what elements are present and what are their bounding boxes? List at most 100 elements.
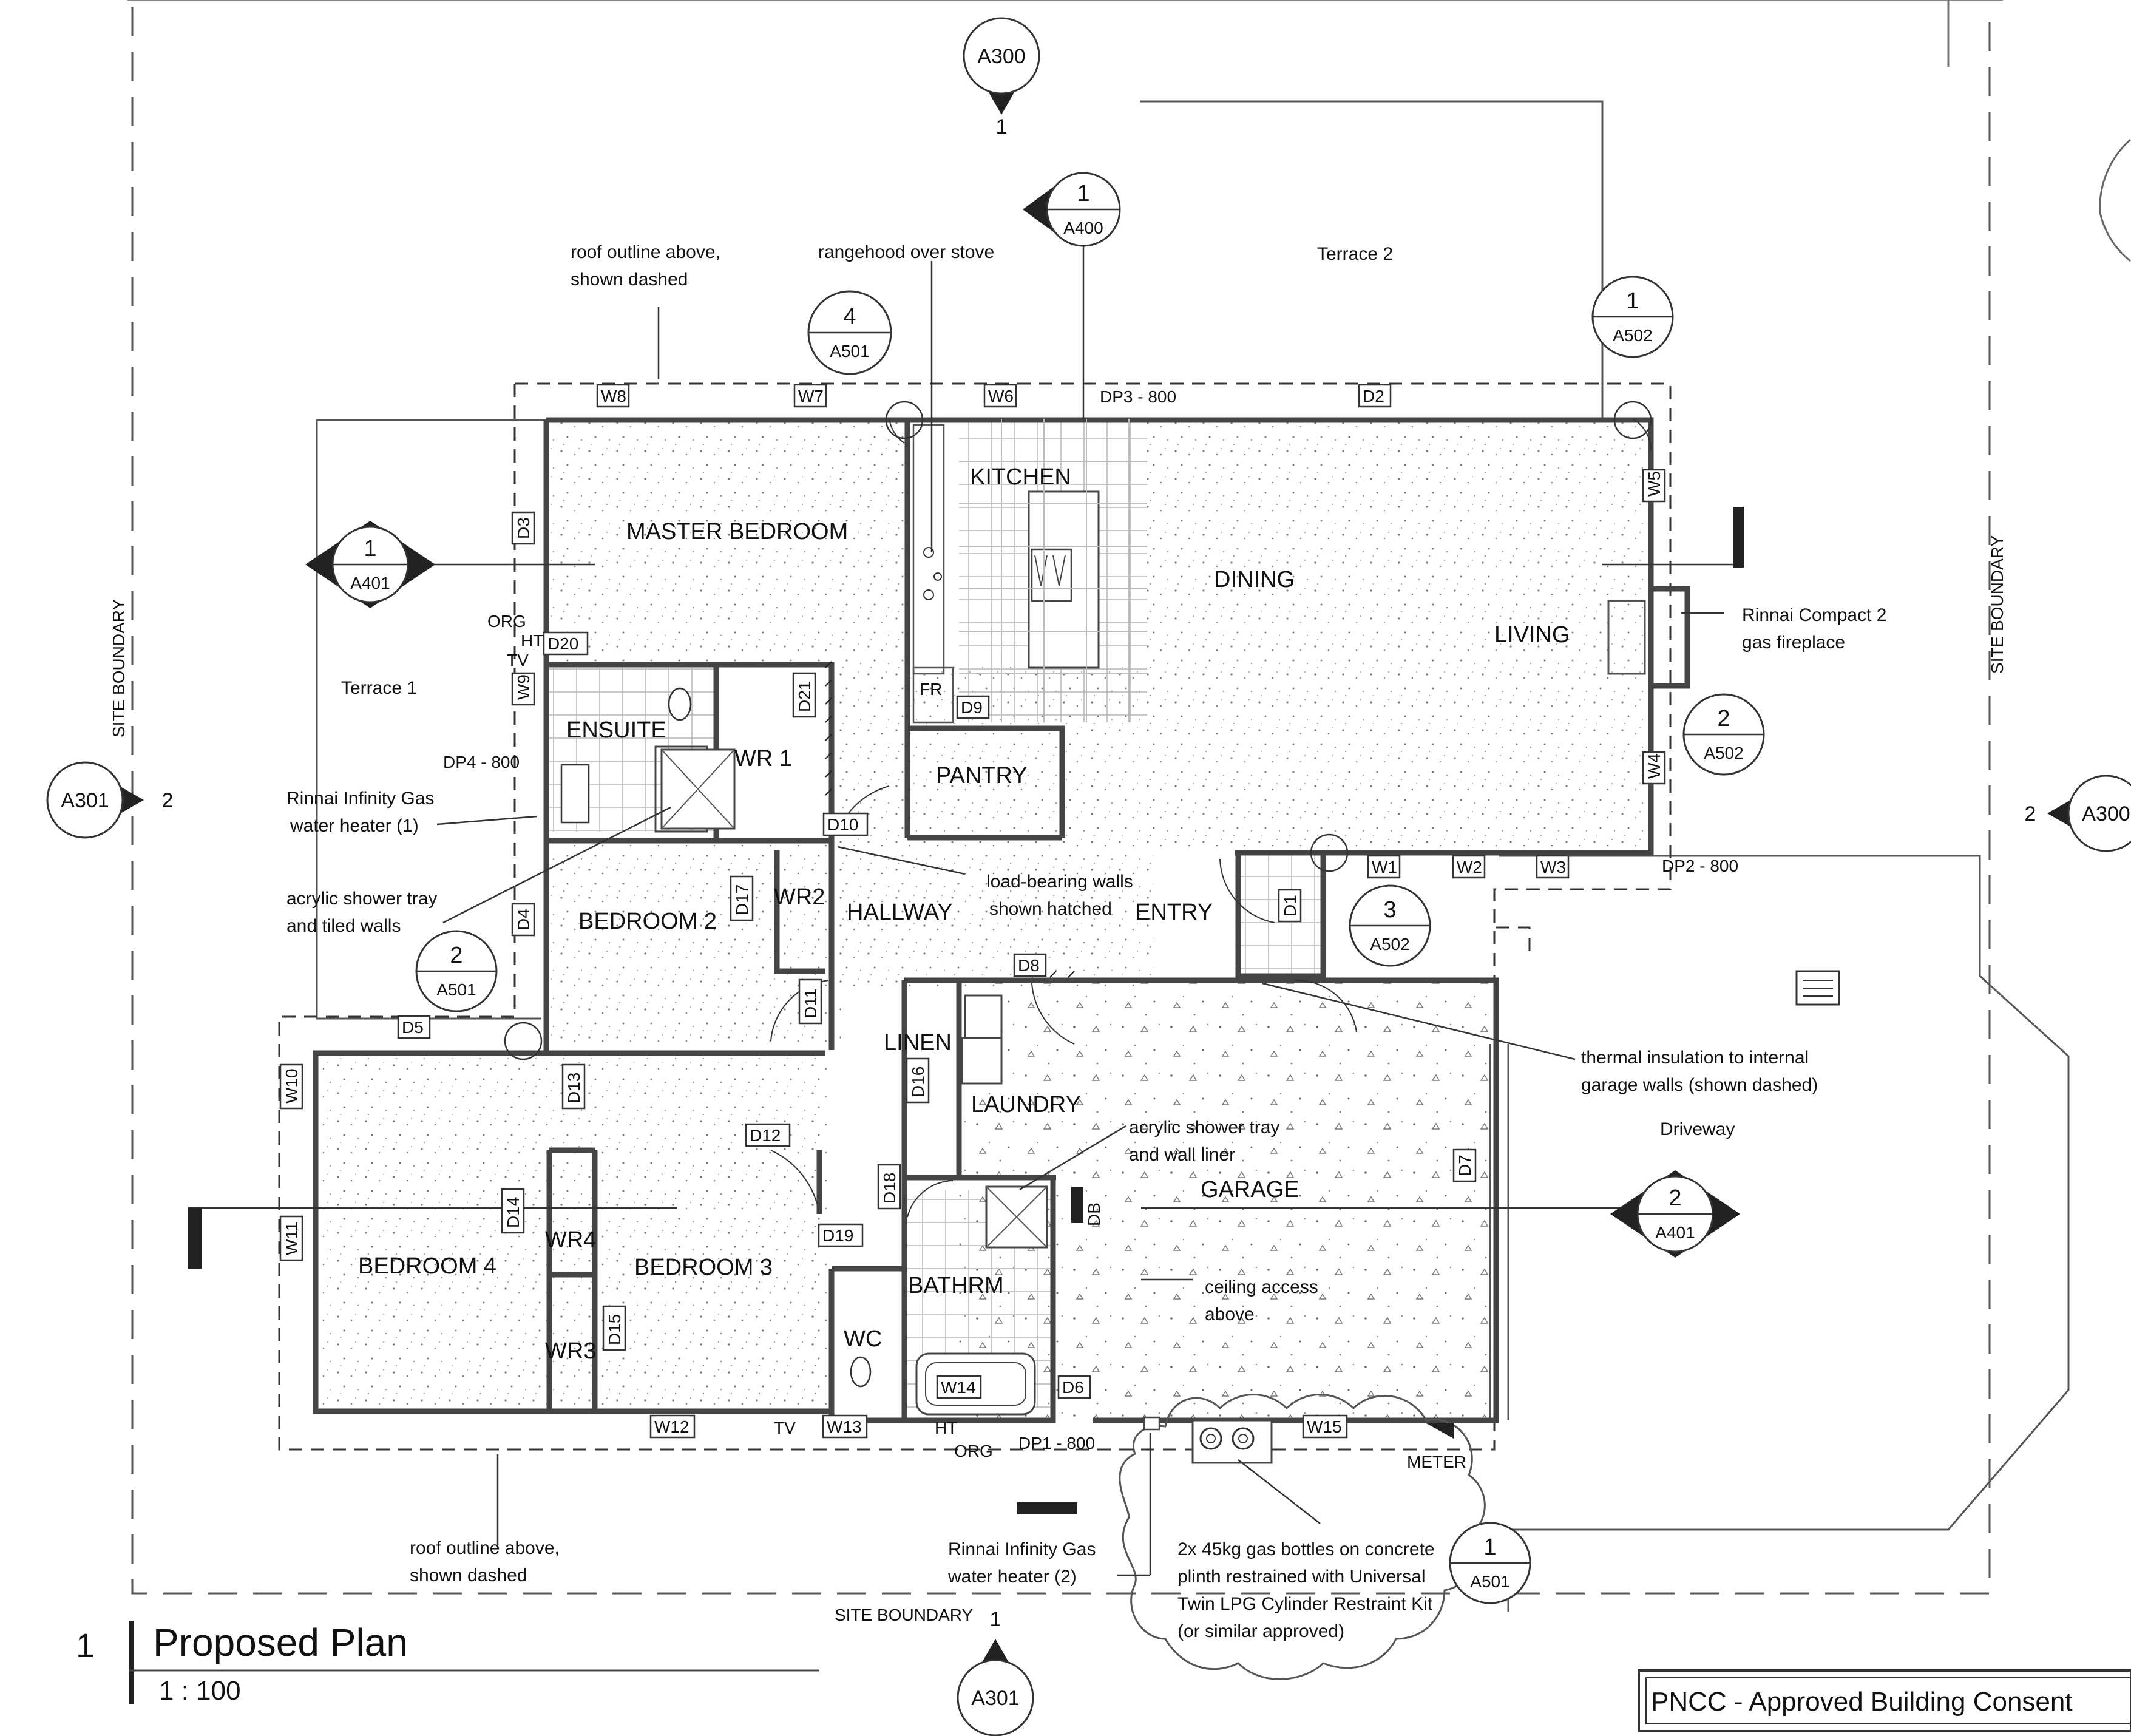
tag-d5: D5 — [397, 1015, 431, 1039]
svg-text:A502: A502 — [1613, 326, 1652, 345]
room-laundry: LAUNDRY — [971, 1092, 1081, 1117]
room-ensuite: ENSUITE — [566, 717, 666, 743]
svg-text:2: 2 — [2025, 802, 2036, 826]
dp1-label: DP1 - 800 — [1018, 1434, 1095, 1453]
terrace2-label: Terrace 2 — [1317, 244, 1393, 264]
note-ceiling-2: above — [1205, 1304, 1255, 1324]
tag-d8: D8 — [1013, 953, 1047, 977]
room-wr4: WR4 — [545, 1227, 596, 1253]
org-label-top: ORG — [487, 612, 526, 631]
svg-text:W4: W4 — [1645, 753, 1664, 779]
tag-d7: D7 — [1452, 1148, 1477, 1182]
note-shower1-1: acrylic shower tray — [286, 889, 437, 909]
tag-d15: D15 — [602, 1305, 626, 1351]
note-insulation-2: garage walls (shown dashed) — [1581, 1075, 1818, 1095]
room-wr3: WR3 — [545, 1338, 596, 1364]
note-shower2-2: and wall liner — [1129, 1145, 1235, 1165]
room-wr1: WR 1 — [734, 746, 792, 771]
svg-text:W10: W10 — [282, 1068, 301, 1104]
svg-text:D2: D2 — [1363, 387, 1384, 405]
room-entry: ENTRY — [1135, 900, 1213, 925]
site-boundary-right: SITE BOUNDARY — [1988, 535, 2007, 674]
dp3-label: DP3 - 800 — [1100, 387, 1176, 406]
svg-text:1: 1 — [996, 115, 1008, 138]
tag-w1: W1 — [1367, 855, 1401, 879]
note-fireplace-2: gas fireplace — [1742, 632, 1845, 653]
room-bathrm: BATHRM — [908, 1273, 1004, 1298]
tag-d1: D1 — [1278, 889, 1302, 923]
svg-text:D17: D17 — [733, 884, 751, 915]
note-shower2-1: acrylic shower tray — [1129, 1117, 1279, 1138]
approval-stamp-text: PNCC - Approved Building Consent — [1651, 1687, 2073, 1717]
svg-text:W1: W1 — [1372, 858, 1397, 876]
svg-text:W6: W6 — [988, 387, 1014, 405]
note-roof-bottom-2: shown dashed — [410, 1565, 527, 1585]
room-bedroom4: BEDROOM 4 — [358, 1253, 496, 1279]
tag-d4: D4 — [511, 903, 535, 937]
kitchen-tiles — [959, 419, 1147, 722]
svg-text:A300: A300 — [2082, 802, 2130, 826]
svg-text:W9: W9 — [514, 674, 533, 700]
note-ceiling-1: ceiling access — [1205, 1277, 1318, 1297]
svg-text:D7: D7 — [1455, 1155, 1474, 1176]
svg-text:D4: D4 — [514, 909, 533, 931]
svg-text:D6: D6 — [1062, 1378, 1084, 1397]
room-bedroom3: BEDROOM 3 — [634, 1255, 773, 1280]
svg-text:A501: A501 — [1470, 1572, 1509, 1591]
svg-text:D16: D16 — [909, 1066, 927, 1097]
room-dining: DINING — [1214, 567, 1295, 592]
tag-w9: W9 — [511, 672, 535, 706]
svg-text:1: 1 — [1483, 1534, 1496, 1560]
note-leaders — [436, 261, 1724, 1576]
svg-text:1: 1 — [1626, 288, 1639, 314]
svg-text:W7: W7 — [798, 387, 824, 405]
tag-d11: D11 — [798, 978, 822, 1025]
svg-text:D1: D1 — [1281, 895, 1299, 917]
svg-text:D10: D10 — [827, 815, 858, 834]
svg-text:A501: A501 — [436, 980, 476, 999]
note-roof-bottom-1: roof outline above, — [410, 1538, 560, 1558]
svg-text:W13: W13 — [827, 1417, 862, 1436]
plan-title: Proposed Plan — [153, 1621, 408, 1664]
tag-w14: W14 — [936, 1375, 982, 1399]
svg-text:D5: D5 — [402, 1018, 424, 1037]
tag-d19: D19 — [818, 1223, 864, 1247]
tag-d10: D10 — [822, 812, 869, 836]
tag-w10: W10 — [279, 1063, 303, 1110]
tag-w3: W3 — [1536, 855, 1570, 879]
svg-text:W2: W2 — [1457, 858, 1482, 876]
tag-w15: W15 — [1302, 1414, 1348, 1439]
svg-text:D18: D18 — [880, 1173, 899, 1204]
svg-text:D14: D14 — [504, 1197, 523, 1228]
svg-text:A301: A301 — [61, 789, 109, 812]
room-garage: GARAGE — [1201, 1177, 1299, 1202]
room-bedroom2: BEDROOM 2 — [578, 909, 717, 934]
meter-icon — [1426, 1423, 1454, 1439]
marker-a300_top: A300 1 — [963, 17, 1040, 138]
terrace1-label: Terrace 1 — [341, 678, 417, 698]
note-roof-top-2: shown dashed — [571, 270, 688, 290]
site-boundary-left: SITE BOUNDARY — [109, 598, 128, 737]
svg-text:W3: W3 — [1540, 858, 1566, 876]
svg-text:A300: A300 — [977, 45, 1025, 68]
tv-label-top: TV — [507, 651, 529, 670]
svg-text:2: 2 — [450, 943, 462, 968]
room-living: LIVING — [1494, 622, 1570, 648]
note-water-heater1-1: Rinnai Infinity Gas — [286, 788, 434, 809]
svg-text:W11: W11 — [282, 1222, 301, 1256]
svg-text:A502: A502 — [1370, 935, 1409, 954]
tag-d6: D6 — [1057, 1375, 1091, 1399]
marker-a300_right: A300 2 — [2025, 775, 2131, 852]
svg-text:A400: A400 — [1063, 219, 1103, 237]
tag-d17: D17 — [730, 875, 754, 921]
